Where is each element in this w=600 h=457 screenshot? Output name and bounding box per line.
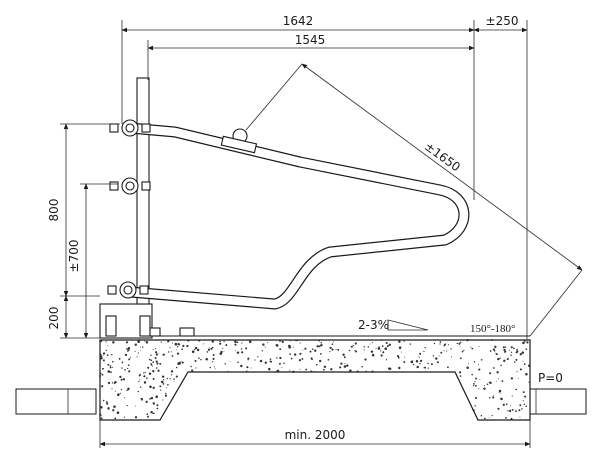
- dimension-200: 200: [47, 295, 69, 339]
- dimension-200-label: 200: [47, 307, 61, 330]
- dimension-250: ±250: [473, 14, 528, 33]
- dimension-700: ±700: [67, 183, 89, 339]
- dimension-250-label: ±250: [486, 14, 519, 28]
- post-base-plate: [99, 303, 195, 339]
- rail-clamp: [220, 128, 258, 154]
- slope-annotation: 2-3%: [358, 318, 429, 332]
- middle-clamp: [109, 177, 151, 195]
- angle-range-label: 150°-180°: [470, 323, 515, 335]
- dimension-700-label: ±700: [67, 240, 81, 273]
- concrete-foundation: [98, 335, 531, 421]
- dimension-1642-label: 1642: [283, 14, 314, 28]
- handrail-pipe: [124, 122, 470, 310]
- dimension-1650: ±1650: [245, 63, 583, 337]
- angle-annotation: 150°-180°: [470, 323, 515, 335]
- dimension-2000: min. 2000: [99, 428, 531, 447]
- dimension-800-label: 800: [47, 199, 61, 222]
- slope-label: 2-3%: [358, 318, 389, 332]
- pressure-label: P=0: [538, 371, 563, 385]
- dimension-1642: 1642: [121, 14, 475, 33]
- concrete-texture: [98, 339, 531, 421]
- lower-clamp: [107, 281, 149, 299]
- dimension-1545-label: 1545: [295, 33, 326, 47]
- vertical-post: [136, 77, 150, 305]
- upper-clamp: [109, 119, 151, 137]
- dimension-2000-label: min. 2000: [285, 428, 346, 442]
- pressure-annotation: P=0: [538, 371, 563, 385]
- dimension-1545: 1545: [147, 33, 475, 51]
- dimension-800: 800: [47, 123, 69, 297]
